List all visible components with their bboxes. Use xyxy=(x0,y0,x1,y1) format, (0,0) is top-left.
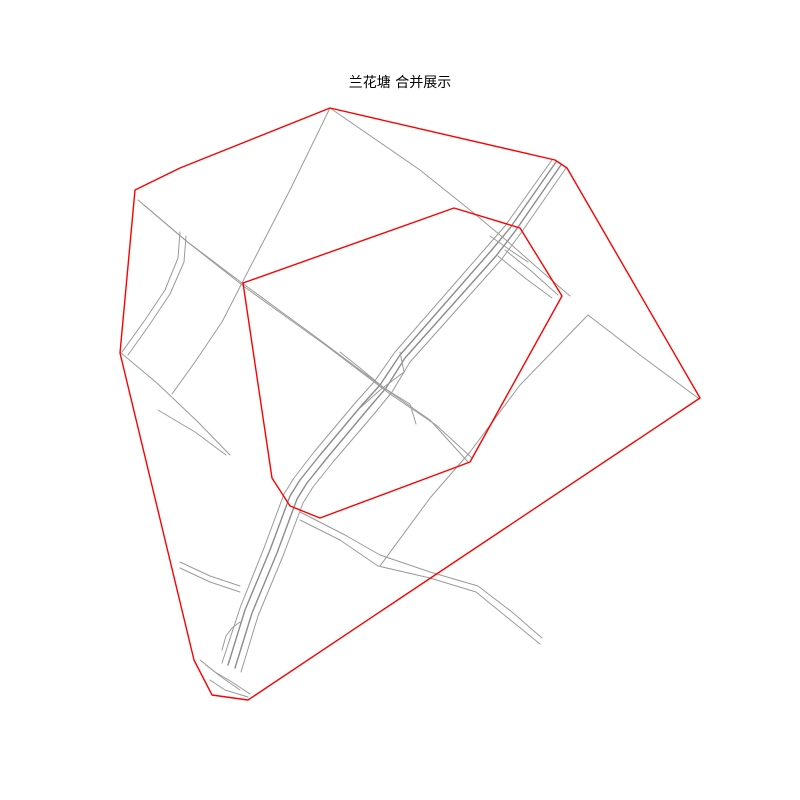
west-curve-road xyxy=(121,231,181,353)
west-lower-road xyxy=(119,351,231,456)
main-road-lane-2 xyxy=(234,164,562,669)
south-end-road-3 xyxy=(221,621,241,651)
south-branch-road-2 xyxy=(299,511,543,639)
road-network xyxy=(119,107,699,698)
road-to-east-point xyxy=(587,314,699,399)
main-road-lane-3 xyxy=(221,159,553,664)
west-lower-road-2 xyxy=(157,409,227,456)
cross-road-nw xyxy=(137,199,469,463)
southwest-side-road xyxy=(179,561,241,587)
south-branch-road xyxy=(299,519,541,645)
cross-road-nw-parallel xyxy=(143,204,473,459)
west-diagonal-road-2 xyxy=(241,107,331,284)
outer-boundary-polygon xyxy=(119,107,701,701)
inner-boundary-polygon xyxy=(242,207,563,519)
intersection-detail-1 xyxy=(339,351,417,425)
west-diagonal-road xyxy=(171,282,243,395)
main-road-lane-4 xyxy=(240,167,567,673)
connector-east xyxy=(504,249,559,296)
south-end-road-4 xyxy=(209,679,249,698)
connector-east-2 xyxy=(497,255,553,299)
south-end-road-2 xyxy=(205,664,241,691)
west-curve-road-2 xyxy=(127,235,187,356)
southwest-side-road-2 xyxy=(179,567,241,593)
boundary-outer xyxy=(119,107,701,701)
map-title: 兰花塘 合并展示 xyxy=(348,75,452,91)
intersection-detail-3 xyxy=(489,235,529,263)
main-road-lane-1 xyxy=(227,161,557,666)
south-end-road-1 xyxy=(199,659,251,695)
south-link-road xyxy=(379,314,589,567)
intersection-detail-2 xyxy=(359,351,405,409)
boundary-inner xyxy=(242,207,563,519)
cross-road-ne xyxy=(329,107,571,297)
